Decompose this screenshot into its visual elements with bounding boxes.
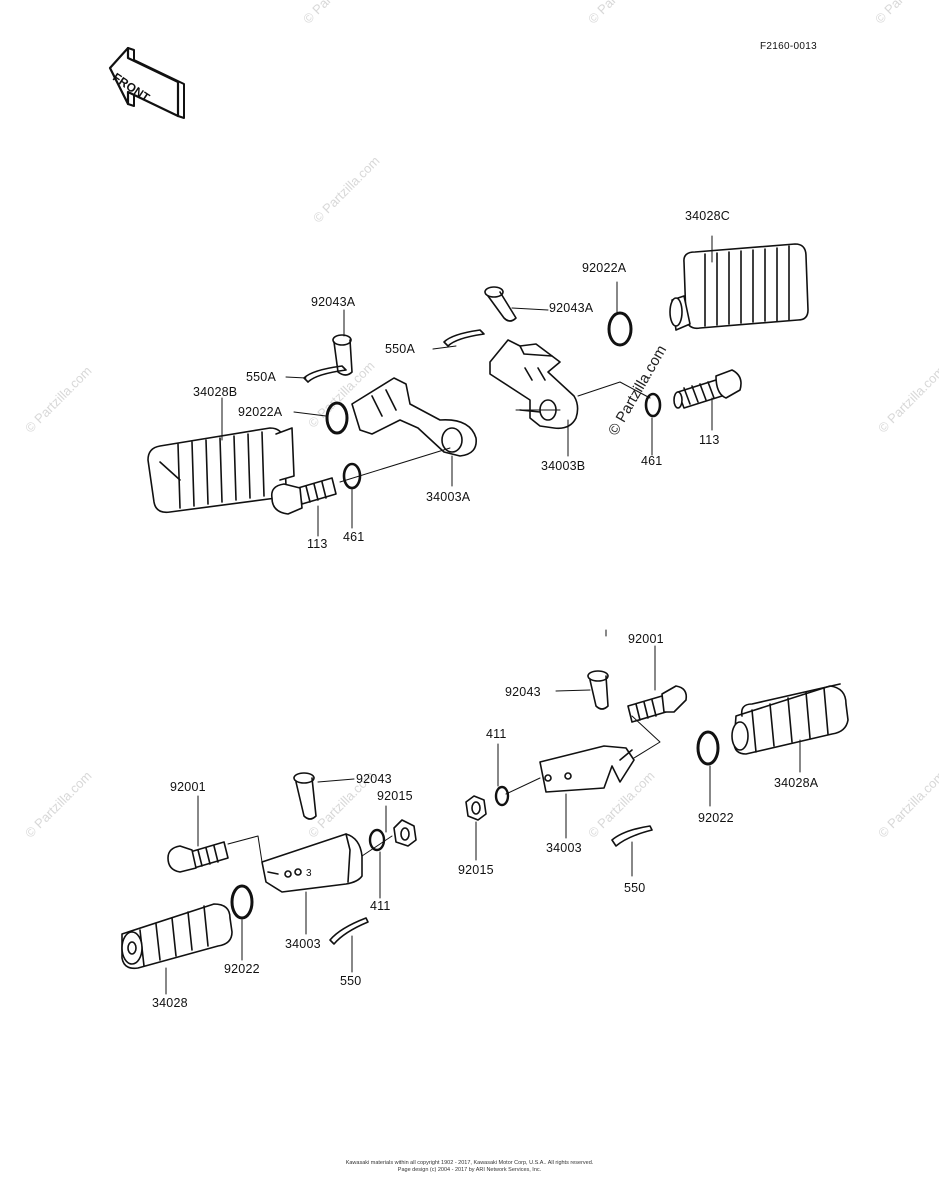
label-92015: 92015 — [377, 789, 413, 803]
washer-92022-left — [230, 884, 254, 920]
bracket-34003-right — [539, 745, 635, 793]
pin-92043A-left — [332, 334, 353, 376]
washer-411-left — [368, 828, 386, 852]
footpeg-rubber-34028C — [669, 243, 809, 331]
label-92022A: 92022A — [238, 405, 283, 419]
label-92043A: 92043A — [311, 295, 356, 309]
label-92022A: 92022A — [582, 261, 627, 275]
cotter-550A-right — [443, 329, 485, 347]
bottom-left-leader-lines — [165, 778, 393, 995]
cotter-550-left — [329, 917, 369, 945]
bracket-34003A — [351, 377, 477, 457]
lockwasher-461-right — [644, 392, 662, 418]
label-411: 411 — [486, 727, 507, 741]
label-550A: 550A — [246, 370, 276, 384]
bracket-34003-left: 3 — [261, 833, 363, 893]
copyright-line-1: Kawasaki materials within all copyright … — [345, 1160, 594, 1166]
cotter-550A-left — [303, 365, 347, 383]
label-34028B: 34028B — [193, 385, 238, 399]
label-34003: 34003 — [285, 937, 321, 951]
washer-92022A-left — [325, 401, 349, 435]
label-92043A: 92043A — [549, 301, 594, 315]
label-34028: 34028 — [152, 996, 188, 1010]
bracket-34003B — [489, 339, 579, 430]
label-550: 550 — [340, 974, 362, 988]
pin-92043-left — [293, 772, 317, 820]
front-arrow-icon — [108, 46, 185, 119]
cotter-550-right — [611, 825, 653, 847]
lockwasher-461-left — [342, 462, 362, 490]
label-461: 461 — [641, 454, 663, 468]
diagram-code: F2160-0013 — [760, 41, 817, 52]
label-113: 113 — [307, 537, 328, 551]
pin-92043-right — [587, 670, 609, 710]
label-461: 461 — [343, 530, 365, 544]
footpeg-34028A — [731, 683, 849, 755]
label-92022: 92022 — [224, 962, 260, 976]
top-leader-lines — [221, 235, 713, 537]
bolt-113-left — [270, 477, 337, 515]
bolt-113-right — [673, 369, 742, 409]
nut-92015-right — [465, 795, 487, 821]
label-411: 411 — [370, 899, 391, 913]
nut-92015-left — [393, 819, 417, 847]
washer-92022-right — [696, 730, 720, 766]
label-92022: 92022 — [698, 811, 734, 825]
footpeg-34028 — [121, 903, 233, 970]
label-92001: 92001 — [170, 780, 206, 794]
label-92043: 92043 — [356, 772, 392, 786]
washer-411-right — [494, 785, 510, 807]
bolt-92001-left — [167, 841, 229, 873]
svg-text:3: 3 — [306, 868, 312, 879]
label-34003A: 34003A — [426, 490, 471, 504]
label-34028C: 34028C — [685, 209, 730, 223]
footpeg-rubber-34028B — [147, 427, 295, 514]
washer-92022A-right — [607, 311, 633, 347]
pin-92043A-right — [484, 286, 517, 322]
label-92001: 92001 — [628, 632, 664, 646]
bottom-right-leader-lines — [475, 629, 801, 877]
bolt-92001-right — [627, 685, 688, 723]
copyright-line-2: Page design (c) 2004 - 2017 by ARI Netwo… — [397, 1167, 542, 1173]
label-550A: 550A — [385, 342, 415, 356]
label-34003: 34003 — [546, 841, 582, 855]
label-34003B: 34003B — [541, 459, 586, 473]
label-34028A: 34028A — [774, 776, 819, 790]
label-92015: 92015 — [458, 863, 494, 877]
label-550: 550 — [624, 881, 646, 895]
label-92043: 92043 — [505, 685, 541, 699]
label-113: 113 — [699, 433, 720, 447]
